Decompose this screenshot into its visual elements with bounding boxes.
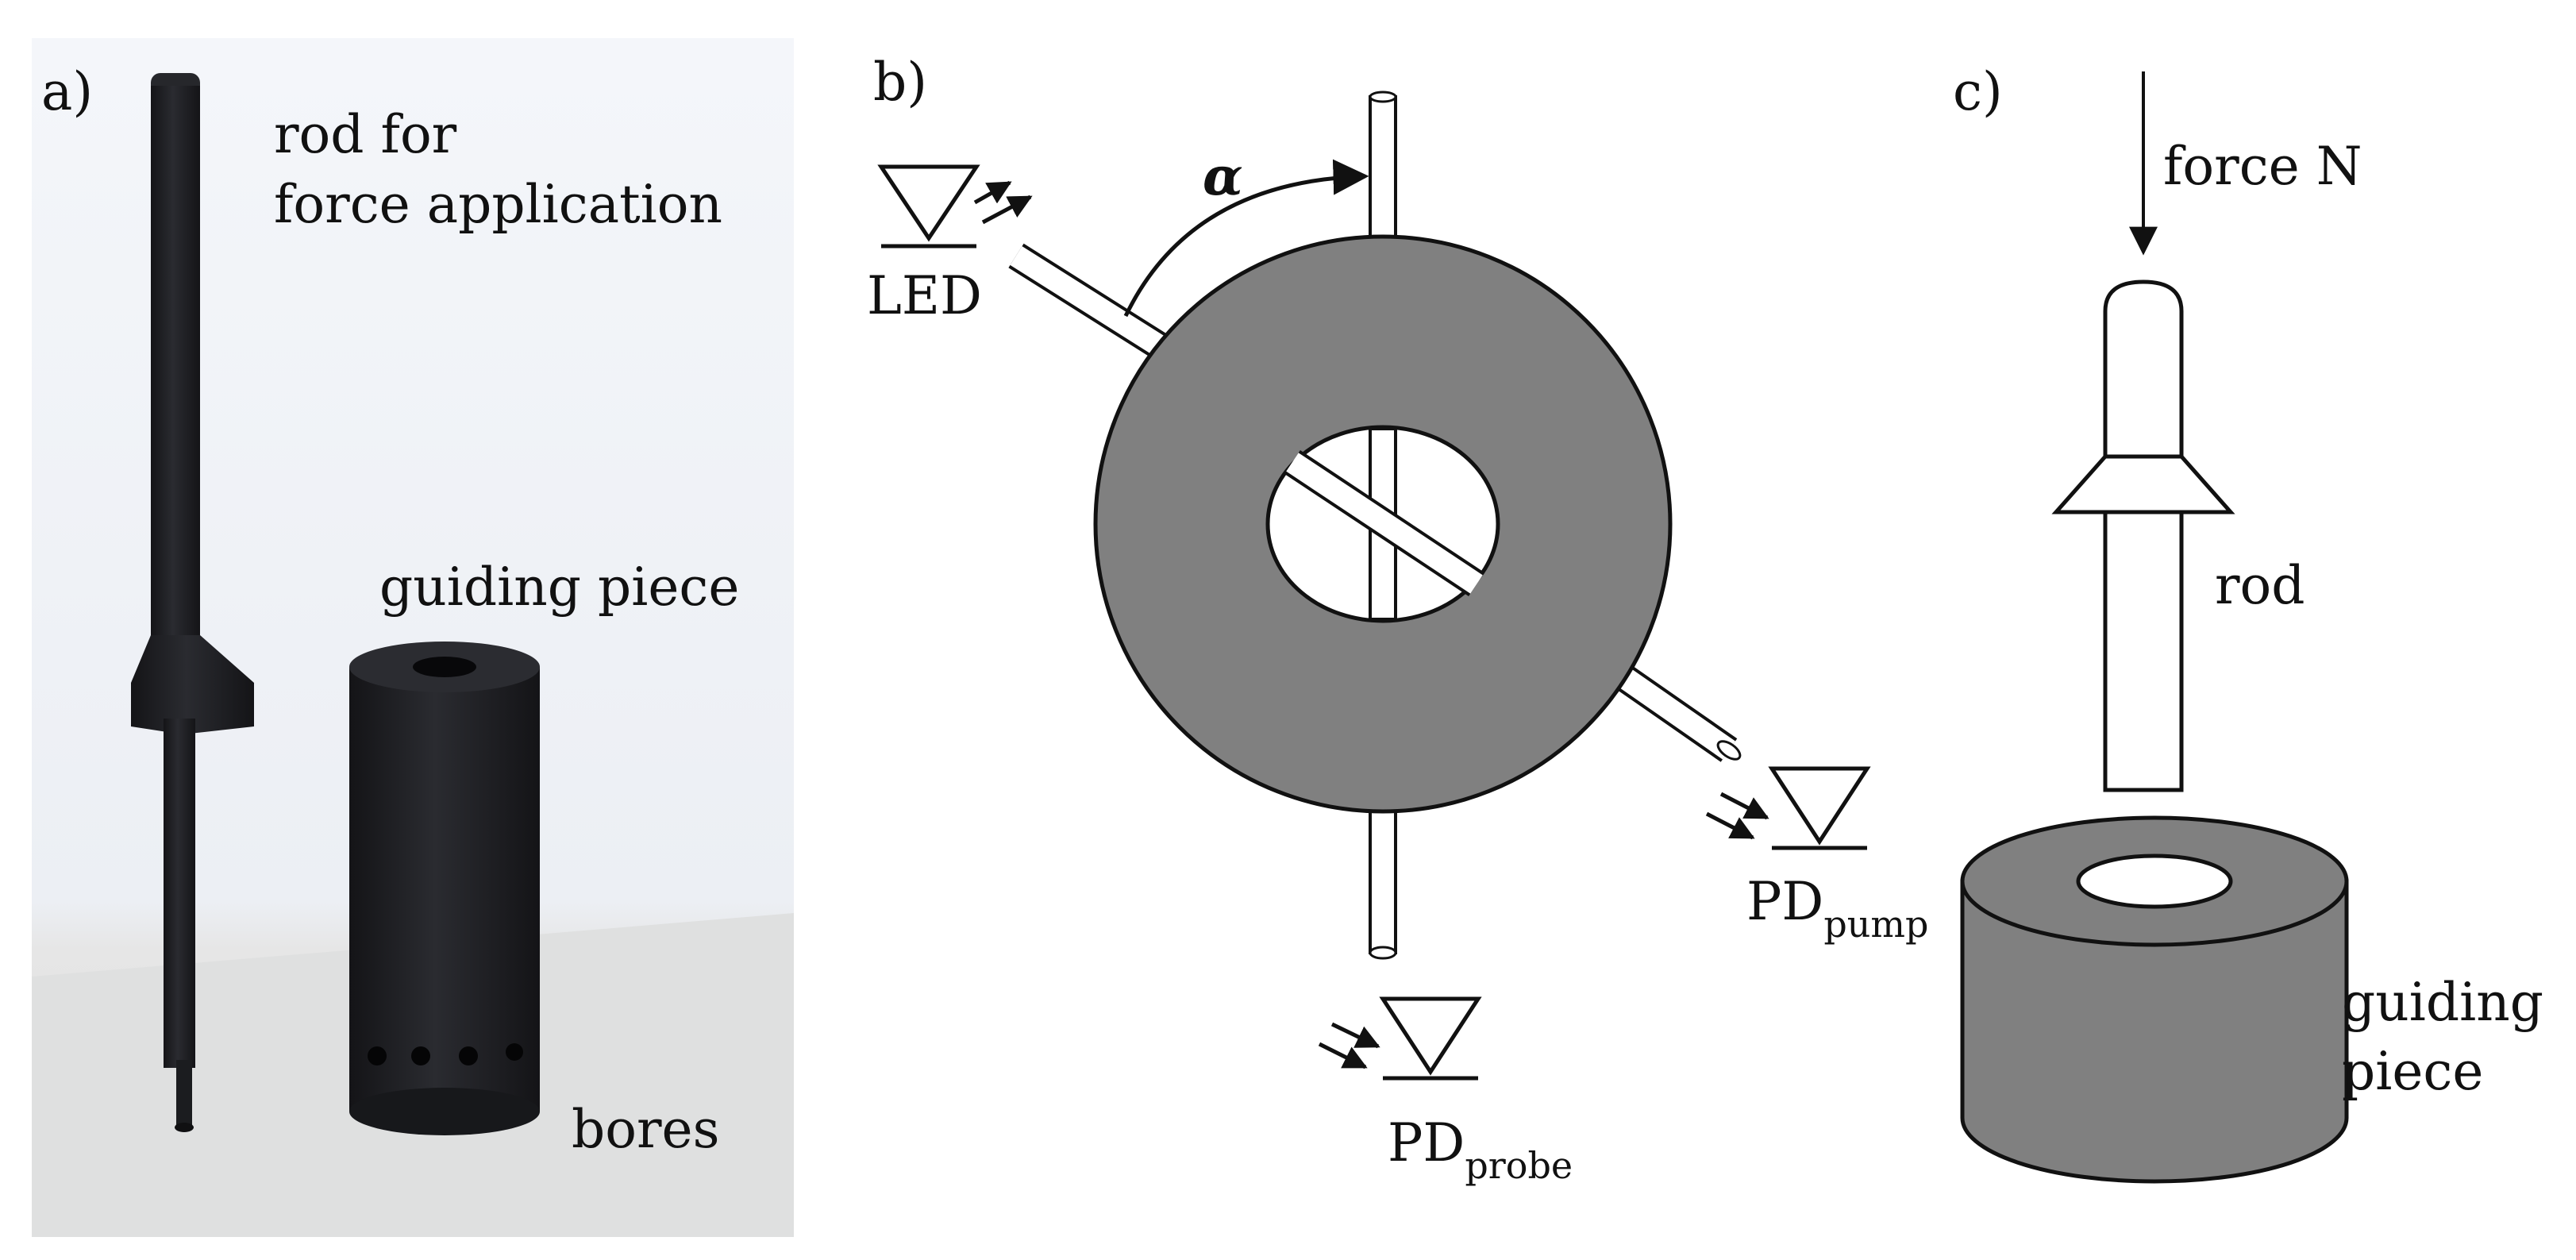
- diagonal-fiber-right: [1603, 657, 1742, 762]
- pd-pump-main: PD: [1746, 871, 1823, 932]
- angle-alpha: α: [1203, 145, 1243, 207]
- panel-c-tag: c): [1953, 61, 2003, 122]
- printed-guiding-piece: [349, 642, 540, 1135]
- bore-2: [411, 1046, 430, 1065]
- pd-probe-label: PDprobe: [1388, 1112, 1573, 1187]
- bore-4: [506, 1043, 523, 1061]
- pd-probe-symbol: [1318, 996, 1482, 1081]
- fibers-through-bore: [1284, 427, 1484, 621]
- angle-arrow: [1123, 159, 1369, 318]
- bore-3: [459, 1046, 478, 1065]
- panel-c-schematic: c) force N rod guiding piece: [1953, 61, 2543, 1184]
- rod-label-line1: rod for: [274, 104, 457, 165]
- printed-rod: [131, 73, 254, 1132]
- diagonal-fiber-left: [1008, 243, 1179, 366]
- force-label: force N: [2163, 136, 2362, 197]
- pd-pump-sub: pump: [1823, 903, 1928, 946]
- bores-label: bores: [572, 1099, 719, 1160]
- rod-side-view: [2051, 279, 2235, 792]
- guiding-piece-side-view: [1960, 815, 2349, 1184]
- panel-a-tag: a): [41, 61, 93, 122]
- guiding-piece-label: guiding piece: [379, 557, 739, 618]
- panel-a-photo: a) rod for force application guiding pie…: [32, 38, 794, 1237]
- guiding-piece-label-line2: piece: [2342, 1041, 2483, 1102]
- rod-label-line2: force application: [274, 174, 722, 235]
- pd-probe-sub: probe: [1465, 1144, 1573, 1187]
- led-symbol: [877, 164, 1033, 249]
- pd-pump-symbol: [1705, 766, 1871, 850]
- vertical-fiber-top: [1369, 91, 1397, 249]
- bore-1: [368, 1046, 387, 1065]
- pd-pump-label: PDpump: [1746, 871, 1928, 946]
- led-label: LED: [867, 265, 982, 326]
- rod-label: rod: [2215, 555, 2305, 616]
- guiding-piece-label-line1: guiding: [2342, 972, 2543, 1033]
- pd-probe-main: PD: [1388, 1112, 1465, 1173]
- panel-b-tag: b): [873, 52, 927, 113]
- panel-b-schematic: b) α: [867, 52, 1928, 1187]
- vertical-fiber-bottom: [1369, 800, 1397, 960]
